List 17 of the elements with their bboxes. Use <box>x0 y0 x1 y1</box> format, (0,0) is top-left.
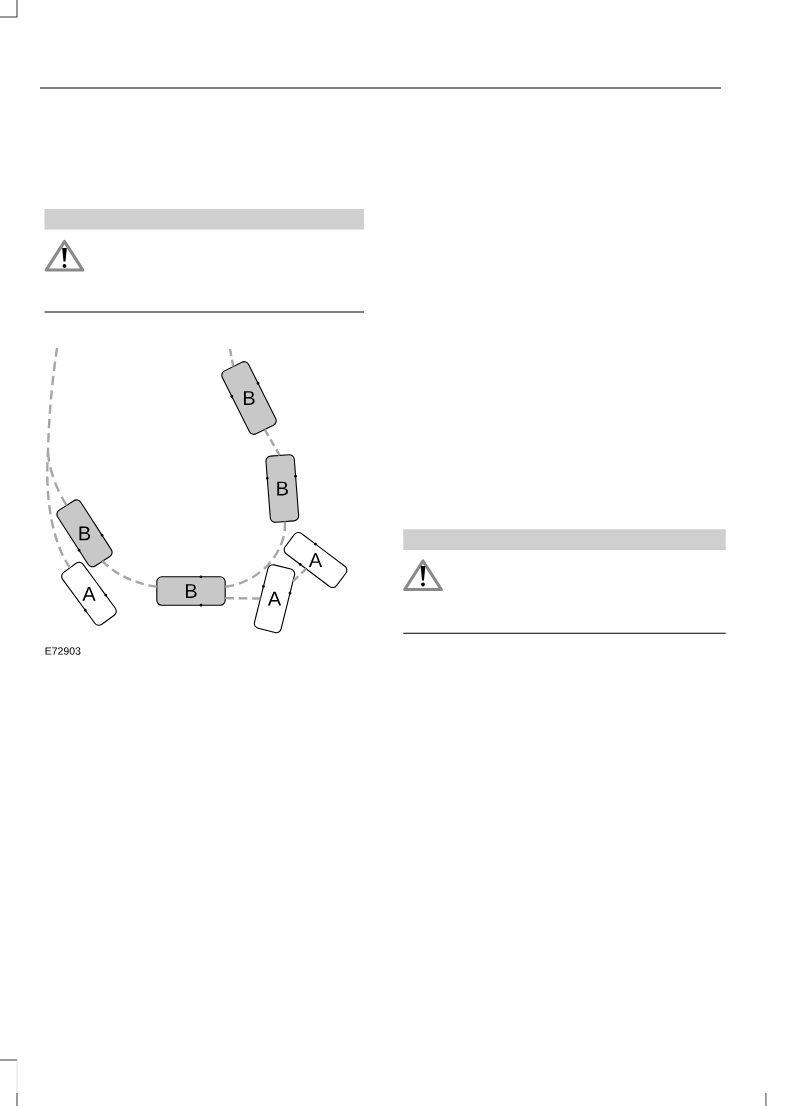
car: B <box>156 575 226 607</box>
trajectory-line <box>228 348 235 367</box>
car: B <box>56 499 113 568</box>
warning-bar <box>44 209 364 230</box>
trajectory-line <box>101 560 157 588</box>
warning-bar <box>403 529 726 550</box>
car: A <box>283 531 348 589</box>
car: B <box>221 361 277 435</box>
trajectory-line <box>292 567 307 583</box>
car: A <box>61 561 117 626</box>
trajectory-line <box>263 428 281 456</box>
trajectory-line <box>224 521 287 588</box>
trajectory-line <box>225 596 261 600</box>
car: B <box>265 454 300 523</box>
figure-code: E72903 <box>45 647 81 655</box>
trajectory-line <box>46 347 71 569</box>
car: A <box>253 564 296 634</box>
